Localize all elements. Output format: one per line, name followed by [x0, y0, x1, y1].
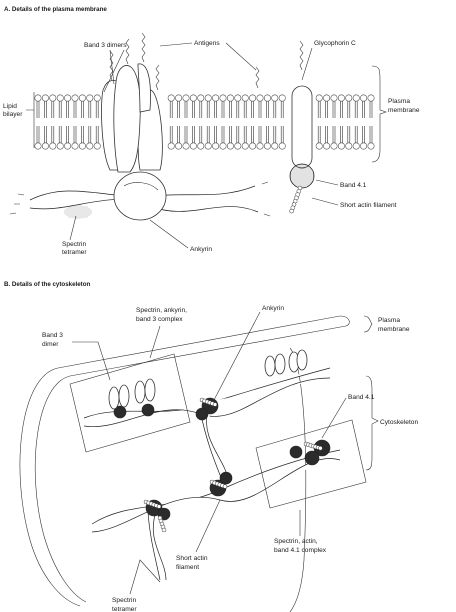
- label-ankyrin-a: Ankyrin: [190, 246, 212, 253]
- label-complex1-l2: band 3 complex: [136, 316, 183, 323]
- label-glycophorin-c: Glycophorin C: [314, 40, 356, 47]
- lipid-bilayer: [35, 95, 374, 149]
- junctional-complexes: [114, 398, 330, 532]
- label-tetramer-b: tetramer: [112, 606, 137, 612]
- label-plasma-b: Plasma: [378, 317, 400, 324]
- label-antigens: Antigens: [194, 40, 220, 47]
- label-lipid: Lipid: [3, 103, 17, 110]
- label-short-actin-b-l1: Short actin: [176, 555, 208, 562]
- label-bilayer: bilayer: [3, 111, 23, 118]
- label-membrane-a: membrane: [388, 107, 420, 114]
- label-tetramer-a: tetramer: [62, 249, 87, 256]
- band3-dimer-protein: [102, 64, 163, 172]
- label-membrane-b: membrane: [378, 326, 410, 333]
- label-complex2-l1: Spectrin, actin,: [274, 538, 318, 545]
- label-spectrin-a: Spectrin: [62, 241, 87, 248]
- label-band3-b: Band 3: [42, 332, 63, 339]
- label-complex2-l2: band 4.1 complex: [274, 547, 327, 554]
- ankyrin-spectrin: [10, 172, 270, 220]
- label-band41-b: Band 4.1: [348, 394, 375, 401]
- label-plasma-a: Plasma: [388, 98, 410, 105]
- label-spectrin-b: Spectrin: [112, 597, 137, 604]
- label-short-actin-a: Short actin filament: [340, 202, 397, 209]
- section-b-title: B. Details of the cytoskeleton: [4, 281, 91, 288]
- label-band41-a: Band 4.1: [340, 182, 367, 189]
- label-cytoskeleton: Cytoskeleton: [380, 419, 418, 426]
- label-band3-dimers: Band 3 dimers: [84, 42, 127, 49]
- section-a-title: A. Details of the plasma membrane: [4, 6, 107, 13]
- glycophorin-c-protein: [290, 86, 314, 213]
- label-complex1-l1: Spectrin, ankyrin,: [136, 307, 187, 314]
- label-dimer-b: dimer: [42, 341, 59, 348]
- label-short-actin-b-l2: filament: [176, 564, 199, 571]
- label-ankyrin-b: Ankyrin: [262, 305, 284, 312]
